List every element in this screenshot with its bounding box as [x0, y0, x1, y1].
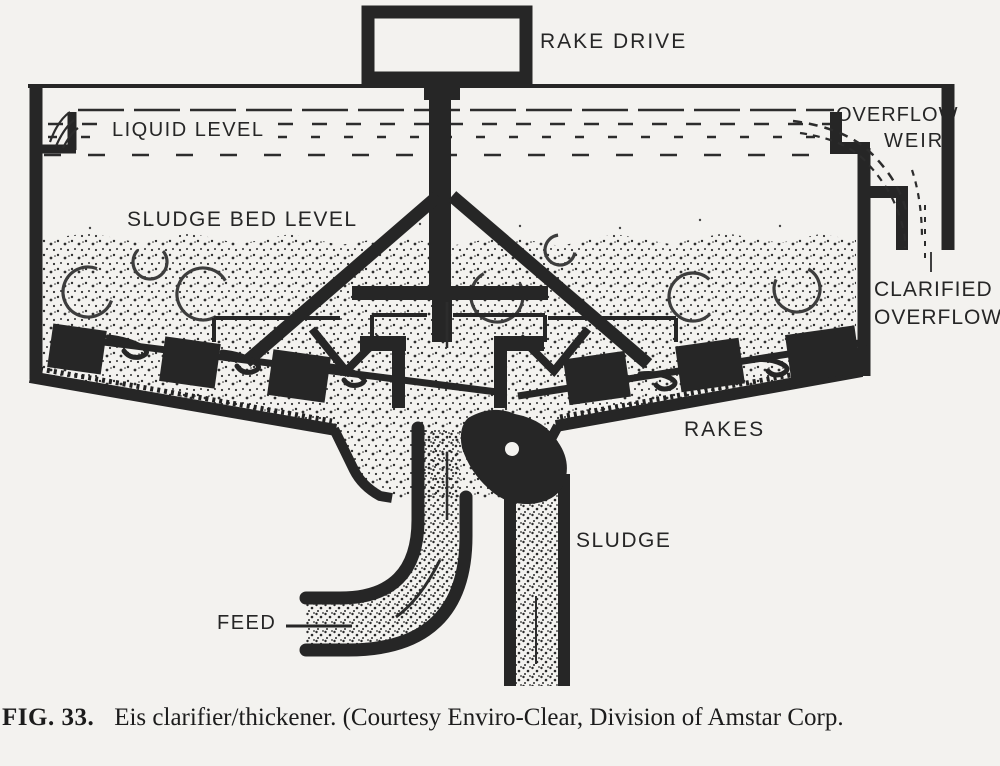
overflow-weir-label-line2: WEIR: [884, 130, 944, 152]
sludge-pipe: [504, 474, 570, 686]
rake-hooks: [105, 334, 790, 392]
sludge-bed-region: [36, 233, 856, 498]
figure-caption: FIG. 33. Eis clarifier/thickener. (Courte…: [2, 704, 1000, 732]
overflow-weir-label-line1: OVERFLOW: [836, 104, 958, 126]
liquid-level-dashes: [44, 108, 834, 157]
figure-number: FIG. 33.: [2, 704, 95, 731]
sludge-bed-level-label: SLUDGE BED LEVEL: [127, 208, 358, 231]
shaft-stub: [432, 298, 452, 342]
rake-drive-box: [361, 5, 533, 85]
bed-edge-dots: [88, 218, 782, 230]
truss-legs: [241, 191, 653, 369]
tank-right-floor: [554, 365, 864, 432]
clarified-overflow-label-line2: OVERFLOW: [874, 306, 1000, 329]
rakes-label: RAKES: [684, 418, 765, 441]
weir-flow-dashes: [792, 119, 926, 262]
rake-drive-label: RAKE DRIVE: [540, 30, 687, 53]
liquid-level-label-mask: [108, 114, 274, 142]
sludge-label: SLUDGE: [576, 529, 671, 552]
sludge-blob: [460, 409, 567, 505]
floor-crust: [39, 360, 857, 424]
feed-pipe: [299, 421, 473, 657]
figure-caption-text: Eis clarifier/thickener. (Courtesy Envir…: [114, 704, 844, 731]
feed-label: FEED: [217, 612, 276, 634]
liquid-level-label: LIQUID LEVEL: [112, 119, 265, 141]
funnel-left-wall: [329, 426, 393, 503]
feed-streamlines: [395, 302, 449, 619]
sludge-blob-highlight: [505, 442, 519, 456]
rake-blades: [47, 323, 861, 406]
truss-crossbar: [352, 286, 548, 300]
clarified-overflow-label-line1: CLARIFIED: [874, 278, 993, 301]
center-shaft: [429, 78, 451, 290]
left-weir-trough: [40, 112, 77, 154]
tank-left-floor: [28, 371, 338, 436]
